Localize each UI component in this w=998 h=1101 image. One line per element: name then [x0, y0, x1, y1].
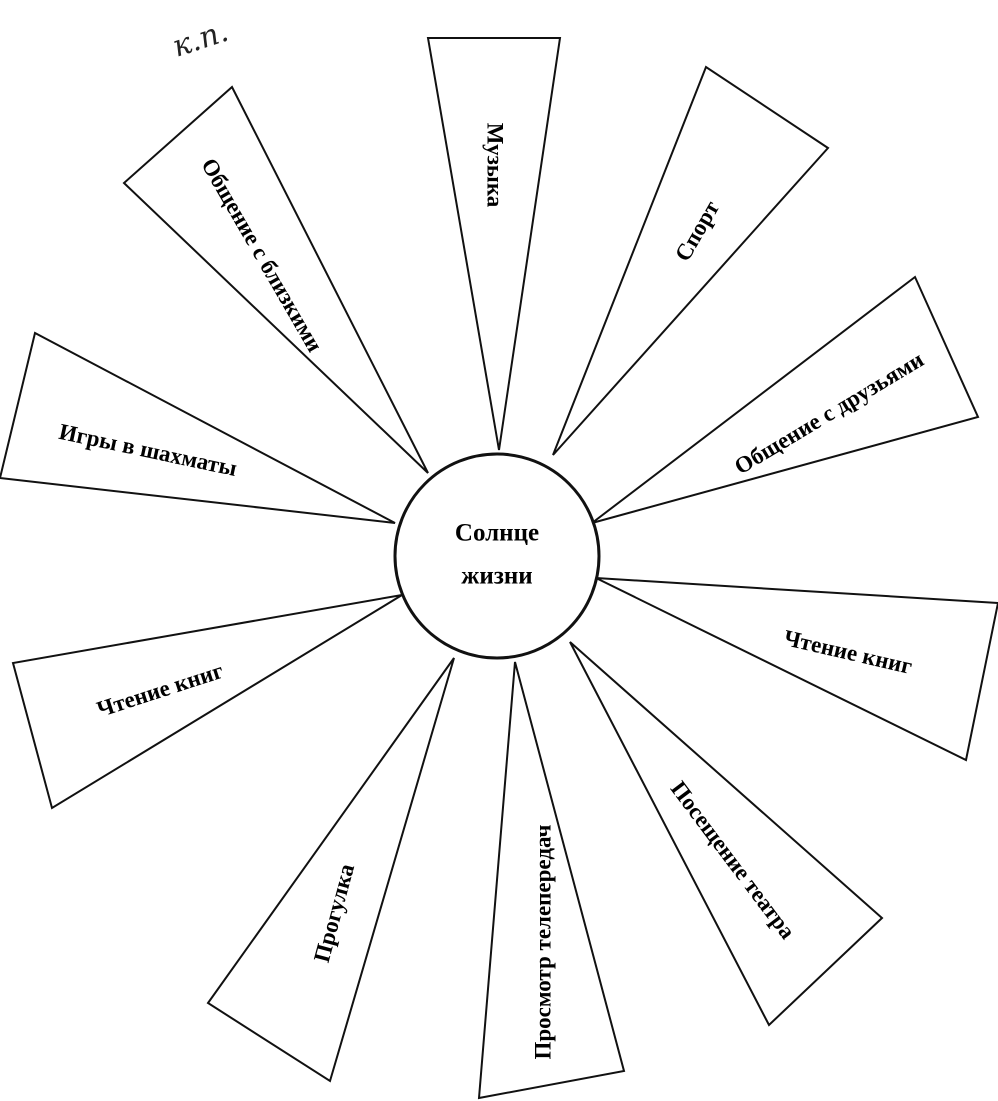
center-title-line1: Солнце: [455, 520, 539, 547]
ray-tv-label: Просмотр телепередач: [531, 824, 556, 1059]
ray-sport: Спорт: [552, 65, 830, 456]
ray-reading-right: Чтение книг: [595, 577, 998, 762]
ray-walk: Прогулка: [206, 657, 455, 1083]
ray-family-shape: [122, 85, 429, 474]
ray-reading-left-shape: [11, 594, 403, 810]
ray-friends-shape: [591, 275, 980, 524]
ray-chess-shape: [0, 331, 396, 524]
center-node: Солнце жизни: [393, 452, 601, 660]
ray-theatre-shape: [569, 641, 884, 1027]
ray-chess: Игры в шахматы: [0, 331, 396, 524]
ray-tv-shape: [477, 661, 626, 1100]
center-circle: [393, 452, 601, 660]
ray-tv: Просмотр телепередач: [477, 661, 626, 1100]
ray-walk-shape: [206, 657, 455, 1083]
handwritten-note: к.п.: [168, 14, 232, 65]
ray-theatre: Посещение театра: [569, 641, 884, 1027]
ray-sport-shape: [552, 65, 830, 456]
ray-music: Музыка: [426, 37, 562, 451]
ray-reading-right-shape: [595, 577, 998, 762]
center-title-line2: жизни: [461, 563, 532, 590]
ray-music-label: Музыка: [483, 123, 508, 208]
ray-music-shape: [426, 37, 562, 451]
ray-reading-left: Чтение книг: [11, 594, 403, 810]
